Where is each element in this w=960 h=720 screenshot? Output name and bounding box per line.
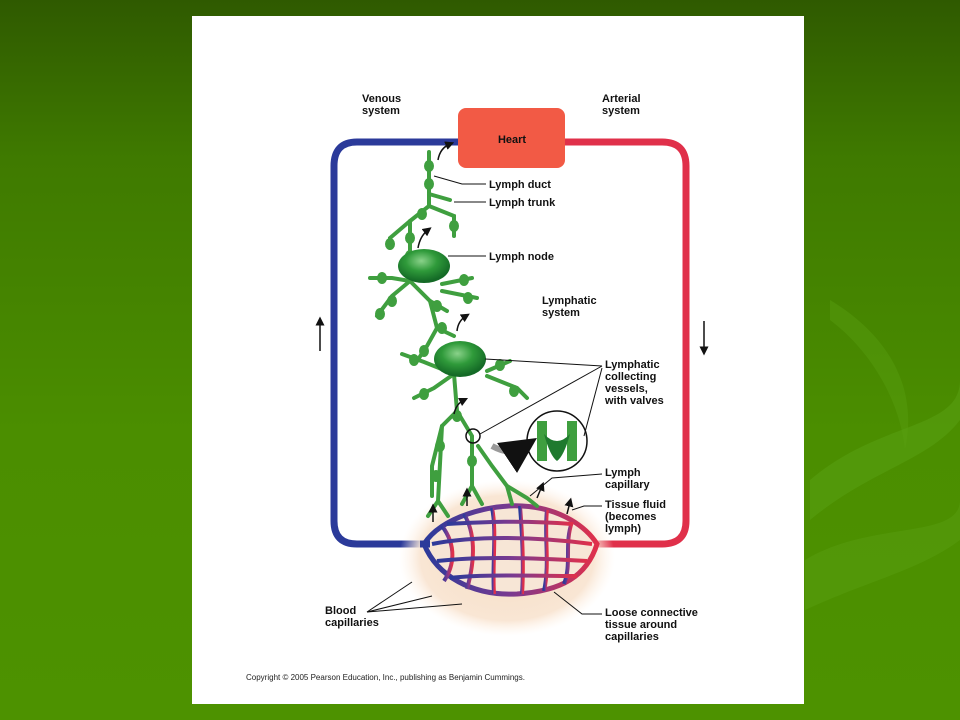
copyright-text: Copyright © 2005 Pearson Education, Inc.… (246, 673, 525, 682)
lymphatic-diagram: Heart (246, 93, 709, 682)
lymph-trunk-label: Lymph trunk (489, 197, 556, 209)
valve-inset (490, 410, 588, 473)
lymph-valves (375, 160, 519, 482)
loose-tissue-label: Loose connective tissue around capillari… (605, 607, 701, 643)
slide-panel: Heart (192, 16, 804, 704)
lymph-node-upper (398, 249, 450, 283)
blood-capillary-bed (420, 503, 600, 597)
heart-box (458, 108, 565, 168)
tissue-fluid-label: Tissue fluid (becomes lymph) (605, 499, 669, 535)
lymph-duct-label: Lymph duct (489, 179, 551, 191)
valve-highlight-circle (465, 428, 481, 444)
lymph-node-label: Lymph node (489, 251, 554, 263)
venous-vessel (330, 138, 460, 548)
heart-label: Heart (498, 134, 526, 146)
lymph-node-lower (434, 341, 486, 377)
flow-arrows (315, 141, 709, 522)
arterial-vessel (562, 138, 690, 548)
collecting-vessels-label: Lymphatic collecting vessels, with valve… (604, 359, 664, 407)
leader-lines (366, 175, 603, 615)
